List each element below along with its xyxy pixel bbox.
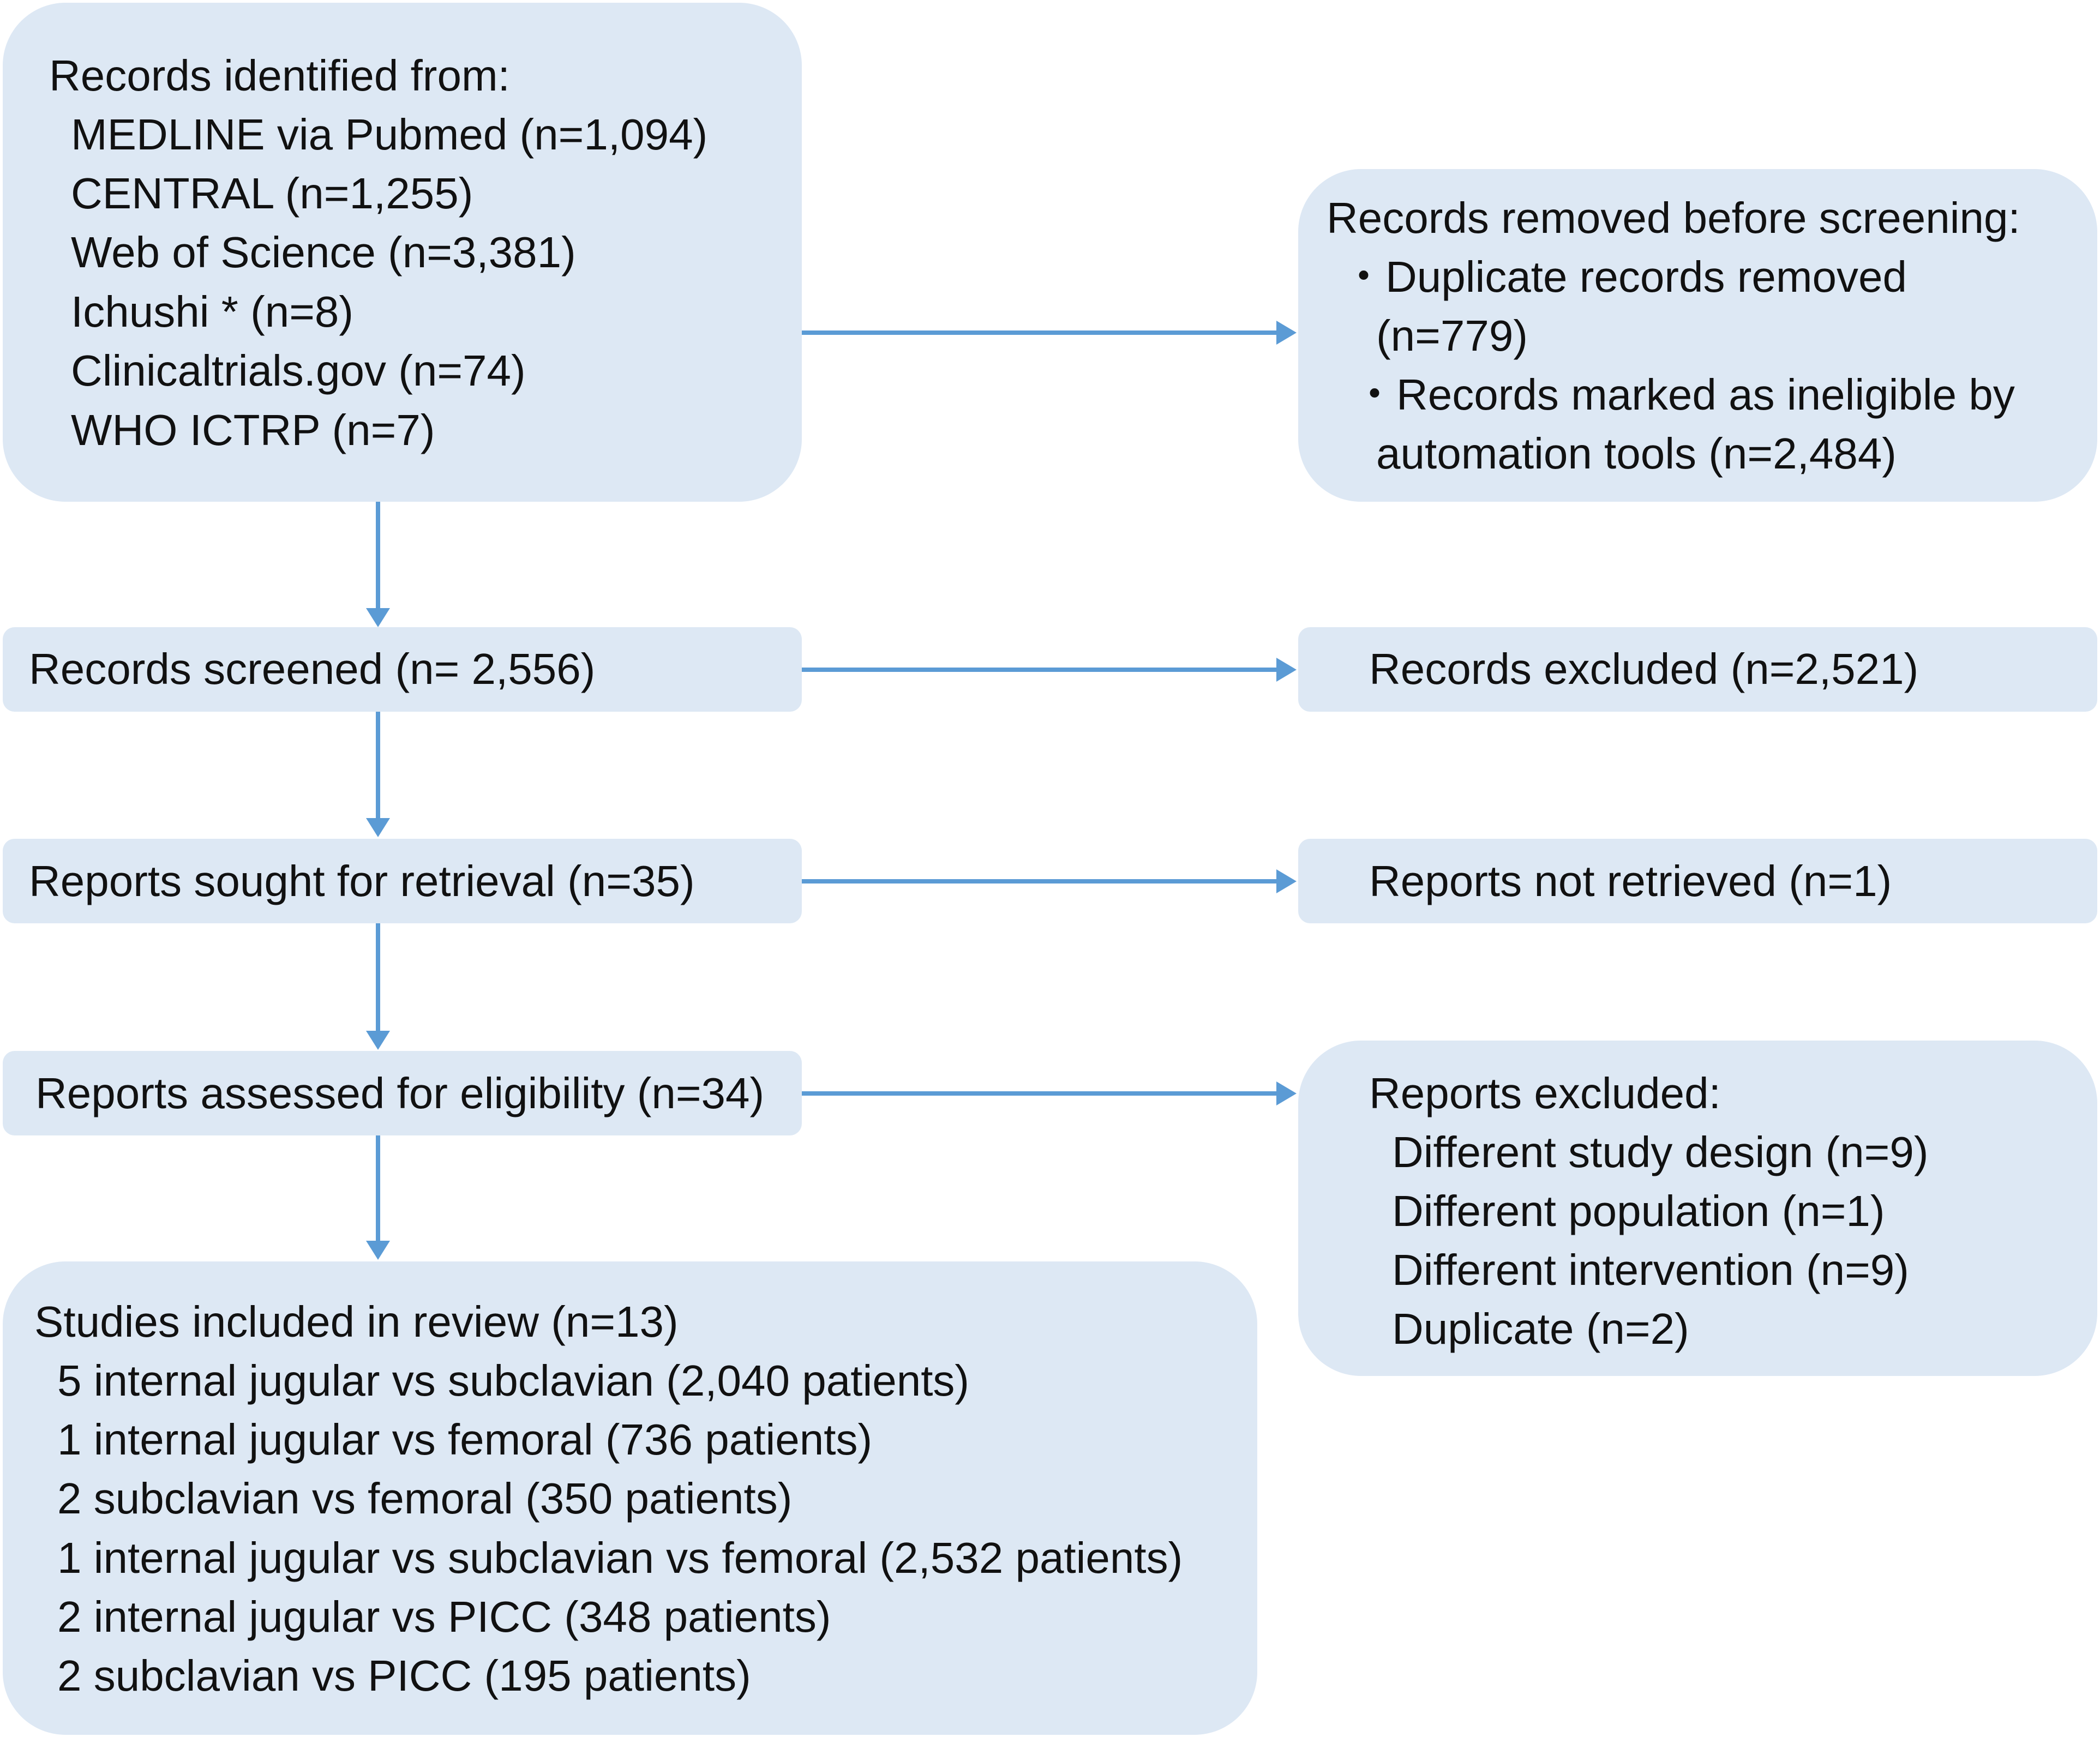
- studies-included-heading: Studies included in review (n=13): [34, 1297, 679, 1346]
- reports-not-retrieved-label: Reports not retrieved (n=1): [1369, 857, 1892, 905]
- records-screened-label: Records screened (n= 2,556): [29, 645, 596, 693]
- records-identified-box: Records identified from: MEDLINE via Pub…: [3, 3, 802, 502]
- source-item: Web of Science (n=3,381): [71, 228, 576, 277]
- arrow-sought-to-assessed: [366, 923, 390, 1050]
- reports-excluded-heading: Reports excluded:: [1369, 1069, 1721, 1117]
- study-item: 2 subclavian vs femoral (350 patients): [57, 1474, 793, 1523]
- source-item: MEDLINE via Pubmed (n=1,094): [71, 110, 708, 159]
- records-identified-heading: Records identified from:: [49, 51, 510, 100]
- source-item: WHO ICTRP (n=7): [71, 406, 435, 454]
- source-item: Clinicaltrials.gov (n=74): [71, 346, 526, 395]
- arrow-sought-to-not-retrieved: [797, 869, 1297, 893]
- removed-item: ・Records marked as ineligible by: [1353, 370, 2015, 419]
- studies-included-box: Studies included in review (n=13) 5 inte…: [3, 1261, 1257, 1735]
- reports-assessed-box: Reports assessed for eligibility (n=34): [3, 1051, 802, 1135]
- reports-excluded-box: Reports excluded: Different study design…: [1298, 1041, 2097, 1376]
- records-excluded-box: Records excluded (n=2,521): [1298, 627, 2097, 712]
- records-removed-box: Records removed before screening: ・Dupli…: [1298, 169, 2097, 502]
- reports-assessed-label: Reports assessed for eligibility (n=34): [35, 1069, 765, 1117]
- arrow-identified-to-screened: [366, 502, 390, 627]
- records-removed-heading: Records removed before screening:: [1327, 194, 2020, 242]
- study-item: 2 internal jugular vs PICC (348 patients…: [57, 1592, 831, 1641]
- removed-item: automation tools (n=2,484): [1376, 429, 1897, 478]
- arrow-assessed-to-reports-excluded: [797, 1081, 1297, 1105]
- source-item: CENTRAL (n=1,255): [71, 169, 473, 218]
- study-item: 1 internal jugular vs subclavian vs femo…: [57, 1534, 1183, 1582]
- arrow-screened-to-sought: [366, 712, 390, 837]
- records-screened-box: Records screened (n= 2,556): [3, 627, 802, 712]
- exclusion-reason: Different study design (n=9): [1392, 1128, 1929, 1176]
- exclusion-reason: Different intervention (n=9): [1392, 1246, 1909, 1294]
- exclusion-reason: Duplicate (n=2): [1392, 1305, 1689, 1353]
- study-item: 1 internal jugular vs femoral (736 patie…: [57, 1415, 873, 1464]
- arrow-identified-to-removed: [797, 321, 1297, 345]
- records-excluded-label: Records excluded (n=2,521): [1369, 645, 1919, 693]
- study-item: 2 subclavian vs PICC (195 patients): [57, 1651, 751, 1700]
- arrow-assessed-to-included: [366, 1135, 390, 1260]
- source-item: Ichushi * (n=8): [71, 287, 354, 336]
- exclusion-reason: Different population (n=1): [1392, 1187, 1885, 1235]
- removed-item: ・Duplicate records removed: [1342, 253, 1907, 301]
- reports-sought-box: Reports sought for retrieval (n=35): [3, 839, 802, 923]
- study-item: 5 internal jugular vs subclavian (2,040 …: [57, 1356, 970, 1405]
- reports-sought-label: Reports sought for retrieval (n=35): [29, 857, 695, 905]
- reports-not-retrieved-box: Reports not retrieved (n=1): [1298, 839, 2097, 923]
- arrow-screened-to-excluded: [797, 658, 1297, 682]
- removed-item: (n=779): [1376, 311, 1528, 360]
